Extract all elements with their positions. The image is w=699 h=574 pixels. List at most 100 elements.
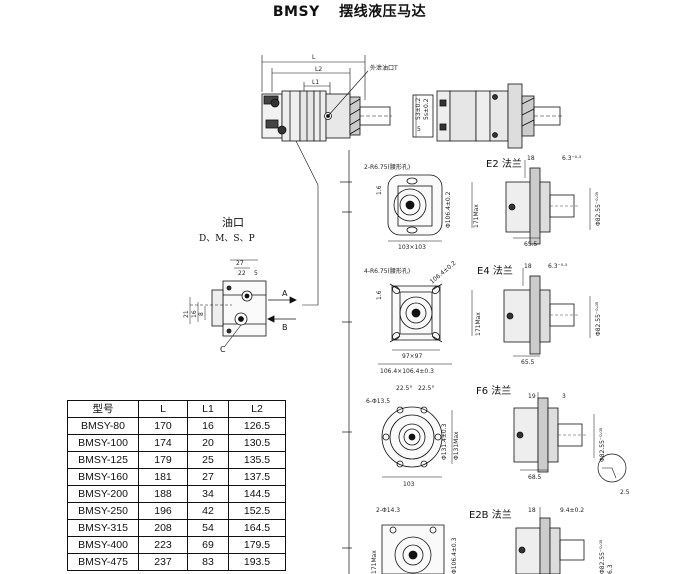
f6-front-dim-2: 22.5° [418, 385, 434, 392]
motor-side-view: L L2 L1 外泄油口T [261, 54, 398, 306]
e4-front-dim-1: 106.4±0.2 [429, 260, 458, 286]
e2-front-dim-0: 2-R6.75(腰形孔) [364, 163, 410, 171]
header-l2: L2 [228, 400, 286, 418]
cell-model: BMSY-100 [67, 434, 139, 452]
dim-L: L [312, 54, 316, 61]
e2b-side-dim-1: 9.4±0.2 [560, 507, 584, 514]
flange-connector [340, 150, 352, 574]
f6-front-dim-5: 103 [403, 481, 415, 488]
e4-front-dim-4: 1.6 [376, 290, 383, 300]
e2b-side-dim-2: Φ82.55⁻⁰·⁰⁵ [599, 539, 606, 574]
f6-side-dim-3: 68.5 [528, 474, 542, 481]
f6-front-dim-0: 6-Φ13.5 [366, 398, 390, 405]
cell-model: BMSY-80 [67, 417, 139, 435]
e4-side-dim-0: 18 [524, 263, 532, 270]
e4-side-dim-3: 65.5 [521, 359, 535, 366]
cell-l: 208 [138, 519, 188, 537]
cell-l1: 27 [187, 468, 229, 486]
spec-table: 型号 L L1 L2 BMSY-80 170 16 126.5 BMSY-100… [67, 400, 286, 571]
cell-l1: 25 [187, 451, 229, 469]
port-dim-21: 21 [183, 310, 190, 318]
flange-e2-label: E2 法兰 [486, 157, 522, 170]
cell-l1: 42 [187, 502, 229, 520]
cell-model: BMSY-315 [67, 519, 139, 537]
header-model: 型号 [67, 400, 139, 418]
flange-f6: F6 法兰 6-Φ13.5 22.5° 22.5° 103 Φ131.4±0.3… [366, 384, 630, 496]
dim-L2: L2 [315, 66, 322, 73]
cell-l2: 135.5 [228, 451, 286, 469]
port-title: 油口 [222, 215, 244, 229]
e2b-side-dim-3: 6.3 [607, 564, 614, 574]
e2-front-dim-1: Φ106.4±0.2 [445, 191, 452, 228]
cell-l2: 144.5 [228, 485, 286, 503]
cell-l1: 20 [187, 434, 229, 452]
cell-l2: 130.5 [228, 434, 286, 452]
port-letters: D、M、S、P [199, 234, 255, 244]
table-row: BMSY-475 237 83 193.5 [67, 553, 286, 571]
cell-l2: 126.5 [228, 417, 286, 435]
cell-l2: 137.5 [228, 468, 286, 486]
e2-front-dim-3: 1.6 [376, 185, 383, 195]
port-detail: 油口 D、M、S、P 27 22 5 21 16 8 A B C [183, 215, 297, 354]
cell-l: 223 [138, 536, 188, 554]
e2-side-dim-1: 6.3⁻⁰·⁵ [562, 155, 582, 162]
cell-l1: 54 [187, 519, 229, 537]
e4-front-dim-3: 106.4×106.4±0.3 [380, 368, 434, 375]
cell-l: 196 [138, 502, 188, 520]
port-dim-8: 8 [198, 312, 205, 316]
port-label-a: A [282, 289, 288, 298]
cell-model: BMSY-200 [67, 485, 139, 503]
f6-side-dim-1: 3 [562, 393, 566, 400]
cell-l2: 179.5 [228, 536, 286, 554]
e4-side-dim-1: 6.3⁻⁰·⁵ [548, 263, 568, 270]
cell-l: 170 [138, 417, 188, 435]
cell-l: 179 [138, 451, 188, 469]
e2-side-dim-0: 18 [527, 155, 535, 162]
cell-l1: 16 [187, 417, 229, 435]
side-dim-2: 5s±0.2 [423, 98, 430, 120]
e4-side-dim-2: Φ82.55⁻⁰·⁰⁵ [595, 301, 602, 336]
e2b-front-dim-0: 2-Φ14.3 [376, 507, 400, 514]
dim-L1: L1 [312, 79, 319, 86]
flange-e4-label: E4 法兰 [477, 264, 513, 277]
port-dim-27: 27 [236, 260, 244, 267]
table-row: BMSY-125 179 25 135.5 [67, 451, 286, 469]
flange-f6-label: F6 法兰 [476, 384, 511, 397]
model-code: BMSY [272, 4, 320, 20]
e4-front-dim-0: 4-R6.75(腰形孔) [364, 267, 410, 275]
e2b-front-dim-2: 171Max [371, 550, 378, 574]
e2b-side-dim-0: 18 [528, 507, 536, 514]
table-row: BMSY-315 208 54 164.5 [67, 519, 286, 537]
cell-l2: 152.5 [228, 502, 286, 520]
flange-e2b-label: E2B 法兰 [469, 508, 512, 521]
port-label-c: C [220, 345, 226, 354]
header-l: L [138, 400, 188, 418]
port-label-b: B [282, 323, 288, 332]
table-row: BMSY-400 223 69 179.5 [67, 536, 286, 554]
e2-side-dim-2: Φ82.55⁻⁰·⁰⁵ [595, 191, 602, 226]
cell-l: 237 [138, 553, 188, 571]
cell-model: BMSY-400 [67, 536, 139, 554]
cell-l: 188 [138, 485, 188, 503]
table-row: BMSY-100 174 20 130.5 [67, 434, 286, 452]
e4-front-dim-5: 171Max [475, 312, 482, 336]
cell-model: BMSY-125 [67, 451, 139, 469]
cell-l2: 193.5 [228, 553, 286, 571]
drain-port-label: 外泄油口T [370, 64, 398, 72]
table-row: BMSY-160 181 27 137.5 [67, 468, 286, 486]
cell-l1: 83 [187, 553, 229, 571]
port-dim-16: 16 [191, 310, 198, 318]
header-l1: L1 [187, 400, 229, 418]
flange-e2b: E2B 法兰 2-Φ14.3 Φ106.4±0.3 171Max 18 9.4±… [371, 507, 614, 574]
cell-l2: 164.5 [228, 519, 286, 537]
table-row: BMSY-200 188 34 144.5 [67, 485, 286, 503]
table-header-row: 型号 L L1 L2 [67, 400, 286, 418]
table-row: BMSY-80 170 16 126.5 [67, 417, 286, 435]
f6-side-dim-0: 19 [528, 393, 536, 400]
cell-l1: 69 [187, 536, 229, 554]
e2-side-dim-3: 65.5 [524, 241, 538, 248]
e4-front-dim-2: 97×97 [402, 353, 422, 360]
cell-model: BMSY-475 [67, 553, 139, 571]
cell-model: BMSY-160 [67, 468, 139, 486]
